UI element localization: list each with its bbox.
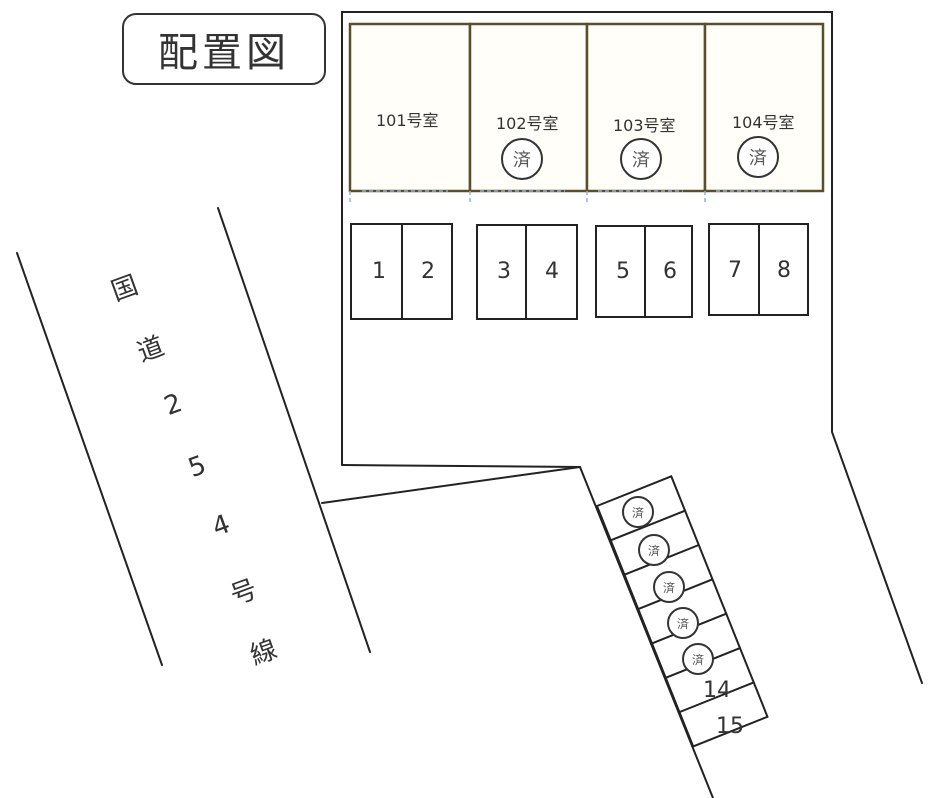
parking-slot-2: 2 — [421, 259, 435, 284]
room-104-label: 104号室 — [732, 113, 795, 132]
parking-slot-4: 4 — [545, 259, 559, 284]
parking-slot-8: 8 — [777, 258, 791, 283]
parking-slot-6: 6 — [663, 259, 677, 284]
parking-slot-3: 3 — [497, 259, 511, 284]
strip-slot-11-done-badge: 済 — [653, 571, 685, 603]
parking-slot-1: 1 — [372, 259, 386, 284]
road-right-edge — [217, 207, 371, 653]
parking-slot-7: 7 — [728, 258, 742, 283]
room-101-label: 101号室 — [376, 111, 439, 130]
parking-slot-5: 5 — [616, 259, 630, 284]
strip-slot-13-done-badge: 済 — [682, 643, 714, 675]
driveway-edge — [321, 466, 581, 504]
page-title: 配置図 — [122, 13, 326, 85]
strip-slot-10-done-badge: 済 — [638, 534, 670, 566]
strip-slot-14: 14 — [703, 678, 731, 703]
strip-slot-15: 15 — [716, 714, 744, 739]
room-103-label: 103号室 — [613, 116, 676, 135]
road-left-edge — [16, 252, 163, 666]
room-102-done-badge: 済 — [501, 138, 543, 180]
room-104-done-badge: 済 — [737, 136, 779, 178]
strip-slot-12-done-badge: 済 — [667, 607, 699, 639]
parking-top — [350, 223, 809, 320]
strip-slot-9-done-badge: 済 — [622, 496, 654, 528]
lot-boundary — [341, 11, 923, 684]
lot-bottom-edge — [341, 464, 581, 468]
room-103-done-badge: 済 — [620, 138, 662, 180]
room-102-label: 102号室 — [496, 114, 559, 133]
